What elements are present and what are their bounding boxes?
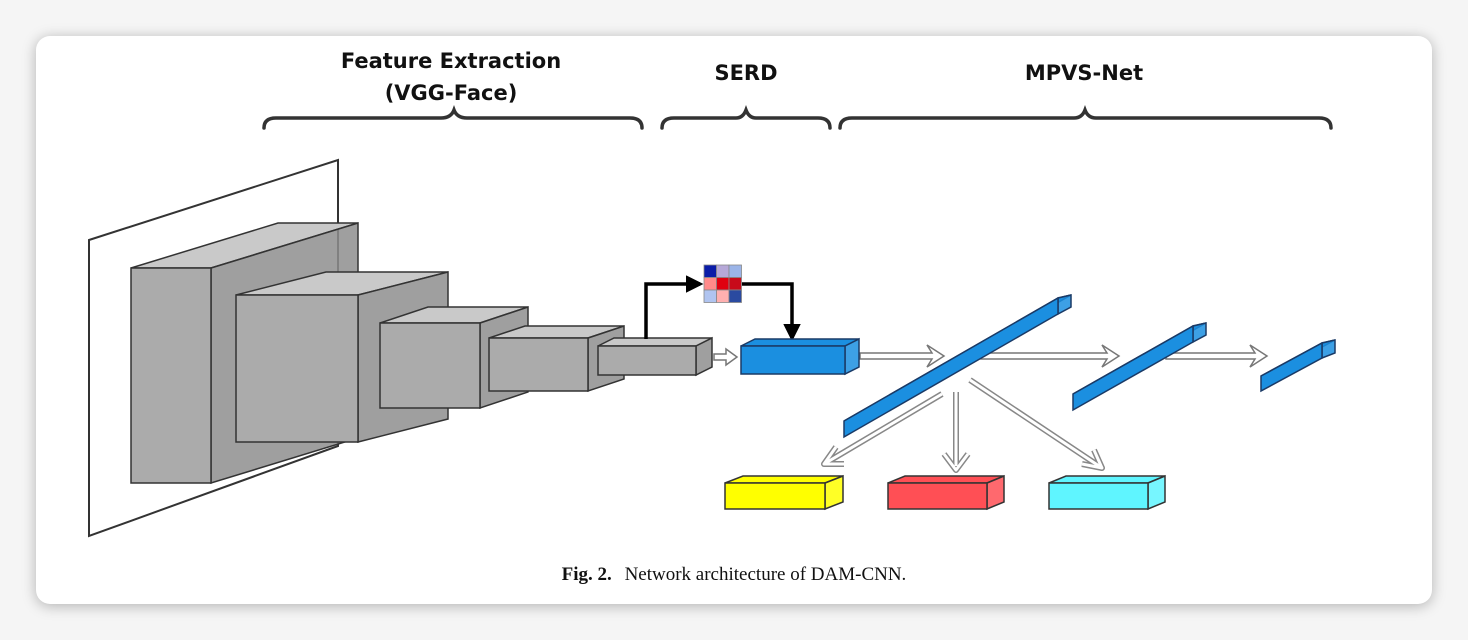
figure-caption-label: Fig. 2. (561, 564, 612, 585)
attention-map-cell (716, 277, 730, 291)
attention-map-cell (703, 264, 717, 278)
attention-map-cell (716, 289, 730, 303)
feature-extraction-label: Feature Extraction (341, 49, 561, 73)
serd-brace (660, 105, 832, 130)
arrow-vgg-to-serd (713, 347, 739, 367)
network-architecture-diagram: Feature Extraction (VGG-Face) SERD MPVS-… (88, 49, 1336, 538)
attention-map-cell (716, 264, 730, 278)
mpvs-net-brace (838, 105, 1333, 130)
attention-map-cell (728, 277, 742, 291)
attention-map-grid (703, 264, 742, 303)
attention-map-cell (728, 289, 742, 303)
mpvs-second-bar-front (1072, 324, 1194, 412)
attention-output-arrow (742, 282, 801, 342)
feature-extraction-brace (262, 105, 644, 130)
output-yellow-front (724, 482, 826, 510)
serd-feature-front (740, 345, 846, 375)
flow-arrows (713, 344, 1269, 368)
conv-block-5 (597, 336, 713, 377)
conv-block-3-front (379, 322, 481, 409)
output-cyan-top (1048, 475, 1166, 484)
attention-map-cell (728, 264, 742, 278)
mpvs-net-label: MPVS-Net (1025, 61, 1143, 85)
output-yellow-top (724, 475, 844, 484)
mpvs-main-bar (843, 294, 1072, 439)
mpvs-second-bar (1072, 322, 1207, 412)
serd-label: SERD (714, 61, 777, 85)
conv-block-5-front (597, 345, 697, 376)
serd-feature-top (740, 338, 860, 347)
conv-block-5-top (597, 337, 713, 347)
mpvs-third-bar-front (1260, 341, 1323, 393)
vgg-face-label: (VGG-Face) (385, 81, 518, 105)
serd-feature-block (740, 337, 860, 376)
mpvs-second-bar-side (1192, 322, 1207, 344)
branch-arrow-fills (822, 378, 1104, 472)
mpvs-third-bar-side (1321, 339, 1336, 360)
mpvs-third-bar (1260, 339, 1336, 393)
mpvs-main-bar-side (1057, 294, 1072, 316)
figure-caption: Fig. 2. Network architecture of DAM-CNN. (36, 564, 1432, 586)
arrow-mpvs-to-next (980, 344, 1121, 368)
arrow-next-to-final (1165, 344, 1269, 368)
output-yellow-block (724, 474, 844, 511)
serd-feature-side (844, 337, 860, 376)
attention-input-arrow (644, 275, 704, 339)
output-cyan-front (1048, 482, 1149, 510)
conv-block-1-front (130, 267, 212, 484)
figure-card: Feature Extraction (VGG-Face) SERD MPVS-… (36, 36, 1432, 604)
output-red-front (887, 482, 988, 510)
mpvs-main-bar-front (843, 296, 1059, 439)
conv-block-2-front (235, 294, 359, 443)
arrow-serd-to-mpvs (859, 344, 946, 368)
output-red-block (887, 474, 1005, 511)
attention-map-cell (703, 277, 717, 291)
figure-caption-text: Network architecture of DAM-CNN. (624, 564, 907, 585)
conv-block-4-front (488, 337, 589, 392)
conv-block-4 (488, 324, 625, 393)
attention-map-cell (703, 289, 717, 303)
output-cyan-block (1048, 474, 1166, 511)
output-red-top (887, 475, 1005, 484)
